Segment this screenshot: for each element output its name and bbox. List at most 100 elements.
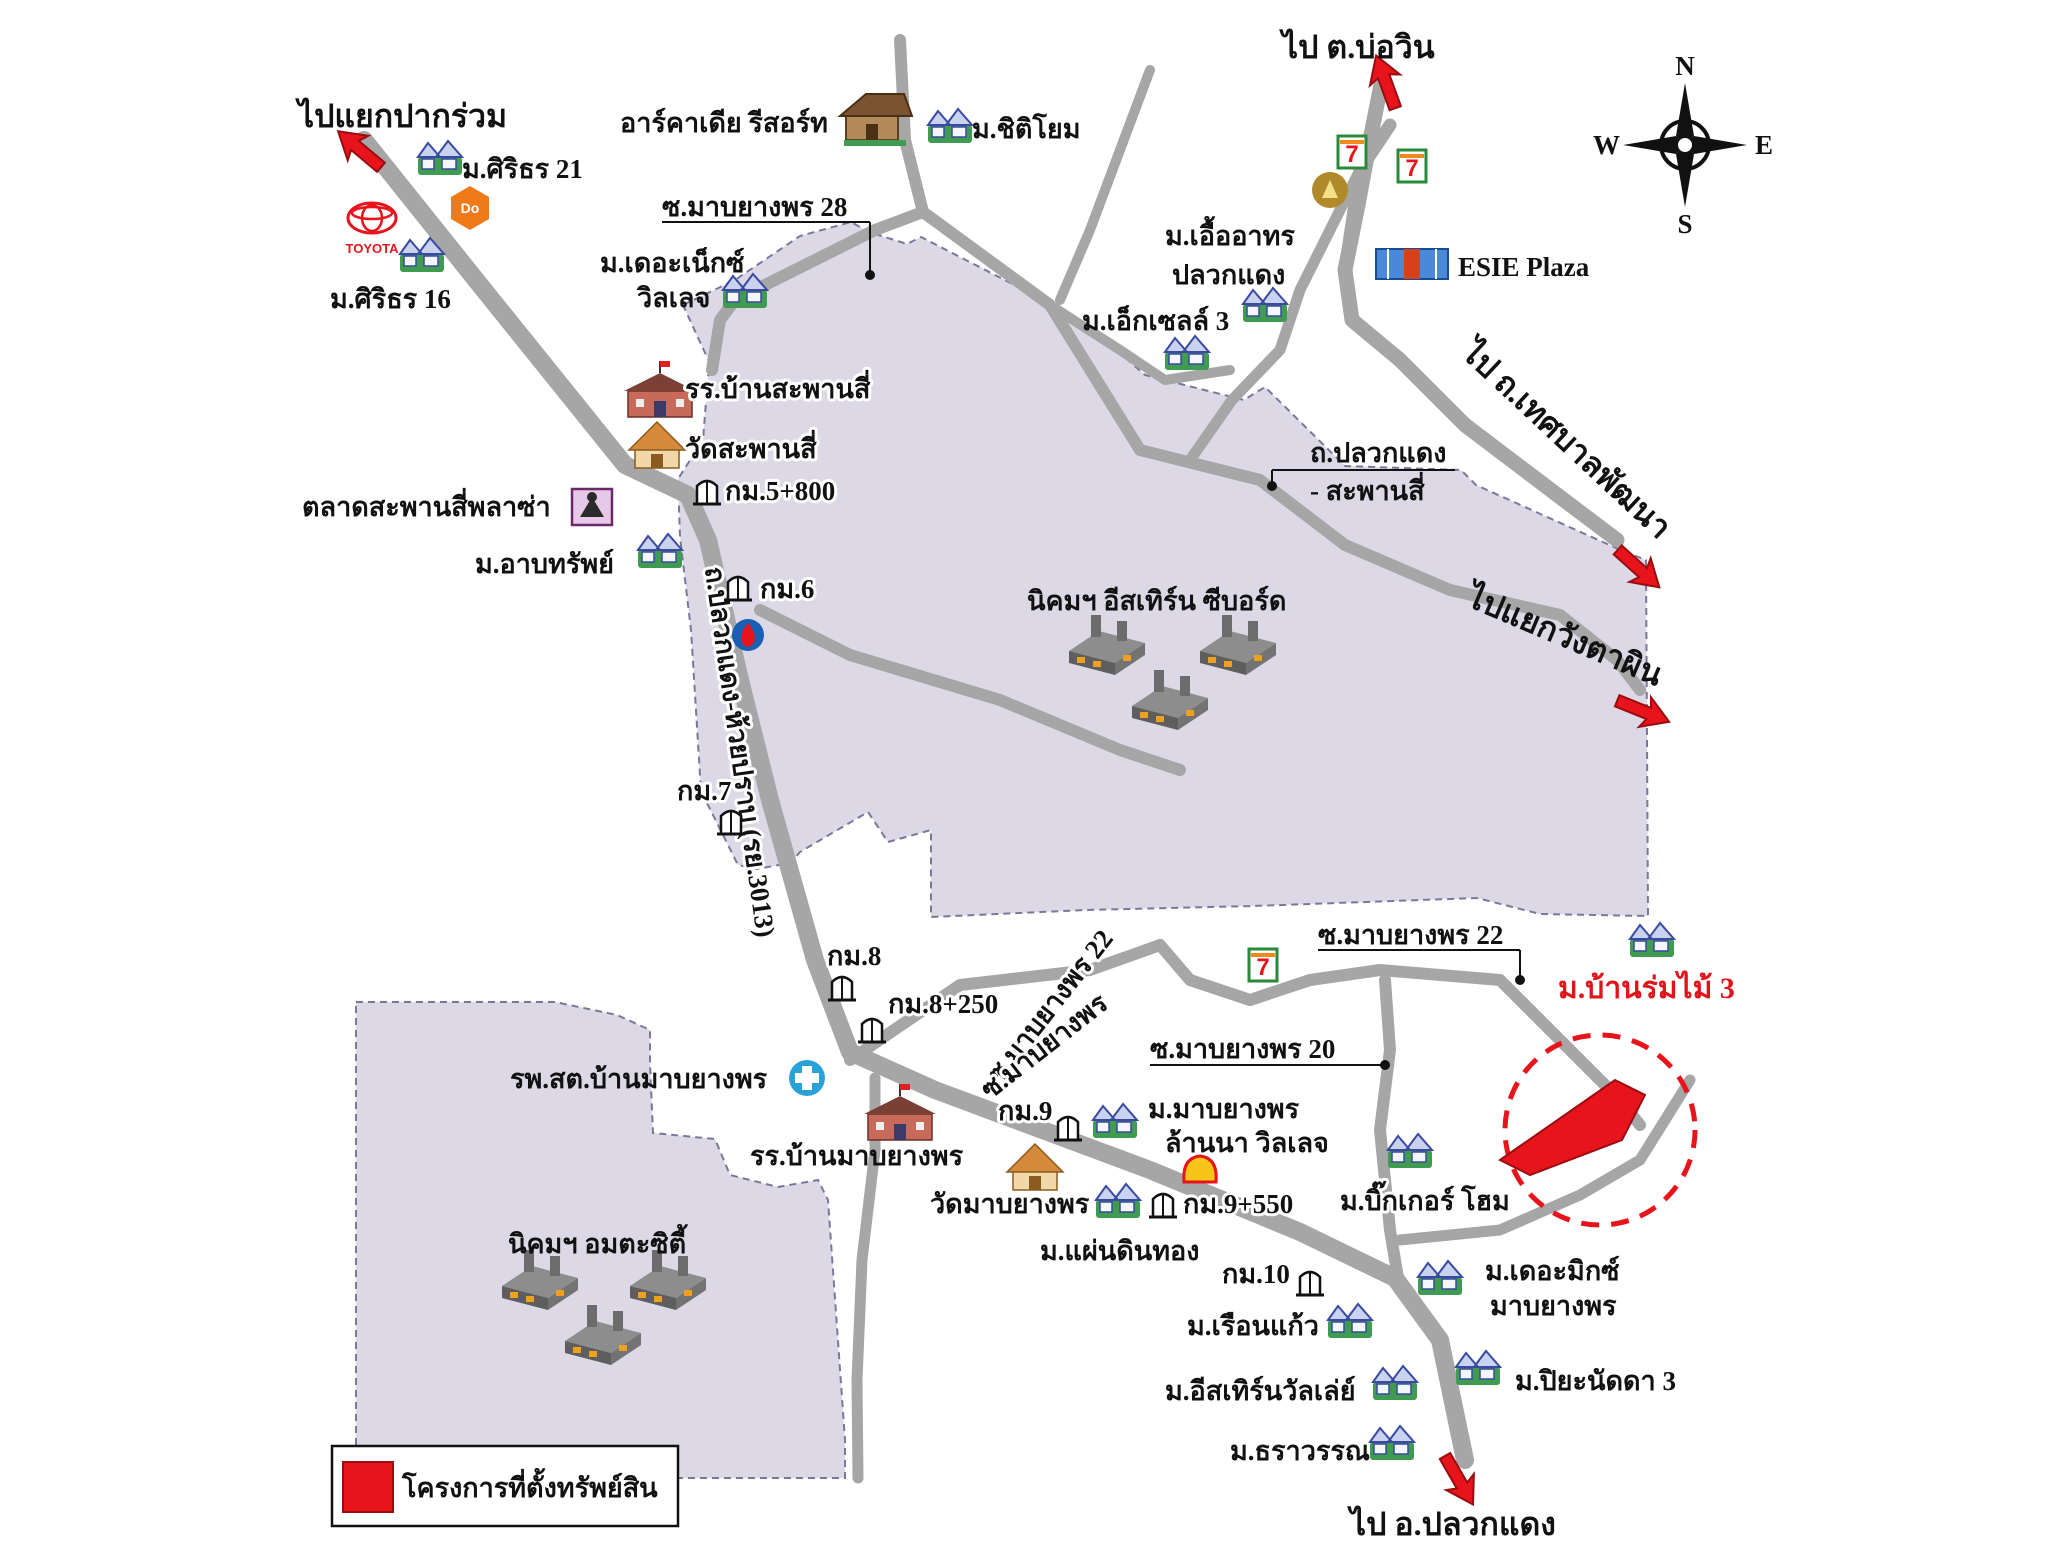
label-the-next-1: ม.เดอะเน็กซ์ bbox=[600, 245, 744, 278]
compass-e: E bbox=[1755, 130, 1773, 160]
km-8-250: กม.8+250 bbox=[888, 989, 998, 1019]
village-icon bbox=[1164, 335, 1210, 371]
project-site bbox=[1498, 1078, 1647, 1177]
km-post-icon bbox=[1147, 1192, 1179, 1219]
label-arbsap: ม.อาบทรัพย์ bbox=[475, 548, 614, 579]
village-icon bbox=[1242, 287, 1288, 323]
label-the-next-2: วิลเลจ bbox=[636, 283, 710, 313]
village-icon bbox=[1095, 1183, 1141, 1219]
label-baan-rom-mai: ม.บ้านร่มไม้ 3 bbox=[1558, 970, 1735, 1005]
label-to-pak-ruam: ไปแยกปากร่วม bbox=[295, 97, 507, 134]
label-esie: ESIE Plaza bbox=[1458, 252, 1590, 282]
label-lanna-1: ม.มาบยางพร bbox=[1148, 1094, 1300, 1124]
label-excel3: ม.เอ็กเซลล์ 3 bbox=[1082, 303, 1229, 336]
label-siritorn16: ม.ศิริธร 16 bbox=[330, 284, 451, 314]
road-pluak-daeng-sapan-line1: ถ.ปลวกแดง bbox=[1310, 438, 1446, 468]
label-eastern-seaboard: นิคมฯ อีสเทิร์น ซีบอร์ด bbox=[1027, 585, 1286, 616]
village-icon bbox=[1372, 1365, 1418, 1401]
legend: โครงการที่ตั้งทรัพย์สิน bbox=[330, 1444, 680, 1528]
ptt-station-icon bbox=[732, 619, 764, 651]
compass-w: W bbox=[1593, 130, 1620, 160]
road-soi-28: ซ.มาบยางพร 28 bbox=[662, 192, 847, 222]
label-eua-arthorn-2: ปลวกแดง bbox=[1172, 260, 1285, 290]
place-labels: อาร์คาเดีย รีสอร์ท ม.ชิติโยม ม.ศิริธร 21… bbox=[302, 107, 1735, 1466]
km-9-550: กม.9+550 bbox=[1183, 1189, 1293, 1219]
label-tarawan: ม.ธราวรรณ bbox=[1230, 1436, 1370, 1466]
shell-station-icon bbox=[1182, 1154, 1218, 1184]
label-to-bo-win: ไป ต.บ่อวิน bbox=[1279, 28, 1435, 65]
eastern-seaboard-zone bbox=[676, 220, 1650, 919]
label-siritorn21: ม.ศิริธร 21 bbox=[462, 154, 583, 184]
village-icon bbox=[1092, 1103, 1138, 1139]
village-icon bbox=[1387, 1133, 1433, 1169]
arcadia-resort-icon bbox=[837, 93, 914, 146]
km-5-800: กม.5+800 bbox=[725, 476, 835, 506]
toyota-text: TOYOTA bbox=[346, 241, 400, 256]
village-icon bbox=[1629, 922, 1675, 958]
road-network bbox=[355, 34, 1696, 1484]
village-icon bbox=[417, 140, 463, 176]
km-6: กม.6 bbox=[760, 574, 814, 604]
road-soi-22: ซ.มาบยางพร 22 bbox=[1318, 920, 1503, 950]
seven-eleven-icon bbox=[1336, 134, 1368, 170]
label-temple-sapan: วัดสะพานสี่ bbox=[685, 429, 817, 464]
label-school-sapan: รร.บ้านสะพานสี่ bbox=[685, 369, 871, 404]
km-post-icon bbox=[1294, 1270, 1326, 1297]
seven-eleven-icon bbox=[1247, 947, 1279, 983]
seven-eleven-icon bbox=[1396, 148, 1428, 184]
label-school-mab: รร.บ้านมาบยางพร bbox=[750, 1141, 964, 1171]
km-post-icon bbox=[715, 809, 747, 836]
village-icon bbox=[1455, 1350, 1501, 1386]
temple-sapan-icon bbox=[628, 421, 686, 469]
market-icon bbox=[570, 487, 614, 527]
label-hospital: รพ.สต.บ้านมาบยางพร bbox=[510, 1064, 768, 1094]
label-arcadia: อาร์คาเดีย รีสอร์ท bbox=[620, 107, 828, 138]
label-eastern-valley: ม.อีสเทิร์นวัลเล่ย์ bbox=[1165, 1375, 1356, 1406]
village-icon bbox=[927, 108, 973, 144]
amata-zone bbox=[355, 1001, 846, 1479]
esie-plaza-icon bbox=[1375, 248, 1449, 280]
km-8: กม.8 bbox=[827, 941, 881, 971]
label-to-pluak-daeng: ไป อ.ปลวกแดง bbox=[1347, 1505, 1556, 1542]
toyota-logo: TOYOTA bbox=[346, 201, 400, 256]
label-lanna-2: ล้านนา วิลเลจ bbox=[1165, 1128, 1329, 1158]
km-markers: กม.5+800 กม.6 กม.7 กม.8 กม.8+250 กม.9 กม… bbox=[674, 473, 1326, 1297]
label-paendin: ม.แผ่นดินทอง bbox=[1040, 1236, 1199, 1266]
km-9: กม.9 bbox=[998, 1096, 1052, 1126]
label-piyanutda: ม.ปิยะนัดดา 3 bbox=[1515, 1366, 1676, 1396]
village-icon bbox=[637, 533, 683, 569]
label-big-home: ม.บิ๊กเกอร์ โฮม bbox=[1340, 1181, 1510, 1216]
road-pluak-daeng-sapan-line2: - สะพานสี่ bbox=[1310, 471, 1425, 506]
label-chitiyom: ม.ชิติโยม bbox=[972, 112, 1081, 144]
village-icon bbox=[1369, 1425, 1415, 1461]
compass-n: N bbox=[1675, 51, 1695, 81]
label-the-mix-1: ม.เดอะมิกซ์ bbox=[1485, 1255, 1620, 1286]
legend-swatch bbox=[342, 1461, 394, 1513]
km-7: กม.7 bbox=[677, 776, 731, 806]
legend-label: โครงการที่ตั้งทรัพย์สิน bbox=[401, 1467, 658, 1503]
label-ruenkaew: ม.เรือนแก้ว bbox=[1187, 1311, 1319, 1341]
label-temple-mab: วัดมาบยางพร bbox=[930, 1189, 1090, 1219]
temple-mab-icon bbox=[1006, 1143, 1064, 1191]
village-icon bbox=[1327, 1303, 1373, 1339]
road-soi-20: ซ.มาบยางพร 20 bbox=[1150, 1034, 1335, 1064]
compass-rose: N S E W bbox=[1593, 51, 1773, 239]
km-10: กม.10 bbox=[1222, 1259, 1290, 1289]
label-amata: นิคมฯ อมตะซิตี้ bbox=[508, 1223, 688, 1259]
village-icon bbox=[1417, 1260, 1463, 1296]
km-post-icon bbox=[691, 479, 723, 506]
do-home-text: Do bbox=[461, 200, 480, 216]
project-radius-ring bbox=[1502, 1032, 1698, 1228]
do-home-logo: Do bbox=[451, 186, 489, 230]
compass-s: S bbox=[1677, 209, 1692, 239]
bangchak-icon bbox=[1312, 172, 1348, 208]
label-eua-arthorn-1: ม.เอื้ออาทร bbox=[1165, 215, 1295, 251]
km-post-icon bbox=[826, 975, 858, 1002]
label-the-mix-2: มาบยางพร bbox=[1490, 1291, 1617, 1321]
km-post-icon bbox=[856, 1017, 888, 1044]
km-post-icon bbox=[722, 575, 754, 602]
label-market: ตลาดสะพานสี่พลาซ่า bbox=[302, 487, 551, 522]
km-post-icon bbox=[1052, 1115, 1084, 1142]
hospital-icon bbox=[789, 1060, 825, 1096]
